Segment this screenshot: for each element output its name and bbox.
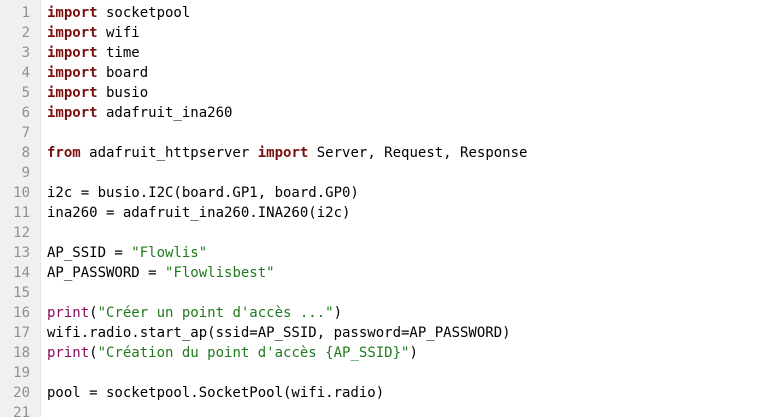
code-text: import board bbox=[47, 63, 148, 83]
code-text: import busio bbox=[47, 83, 148, 103]
code-line[interactable]: 6 import adafruit_ina260 bbox=[0, 103, 759, 123]
line-number: 18 bbox=[13, 345, 30, 361]
code-token: ( bbox=[89, 305, 98, 321]
code-line[interactable]: 1 import socketpool bbox=[0, 3, 759, 23]
code-text: import wifi bbox=[47, 23, 140, 43]
line-number: 13 bbox=[13, 245, 30, 261]
line-number: 5 bbox=[21, 85, 30, 101]
code-token: board bbox=[97, 65, 149, 81]
string-token: "Flowlisbest" bbox=[165, 265, 275, 281]
code-token: adafruit_httpserver bbox=[80, 145, 258, 161]
code-token: socketpool bbox=[97, 5, 191, 21]
code-token: AP_SSID = bbox=[47, 245, 132, 261]
code-token: Server, Request, Response bbox=[308, 145, 528, 161]
line-number: 9 bbox=[21, 165, 30, 181]
code-line[interactable]: 16 print("Créer un point d'accès ...") bbox=[0, 303, 759, 323]
code-text: print("Créer un point d'accès ...") bbox=[47, 303, 342, 323]
code-line[interactable]: 7 bbox=[0, 123, 759, 143]
code-token: AP_PASSWORD = bbox=[47, 265, 166, 281]
line-number: 8 bbox=[21, 145, 30, 161]
line-number: 6 bbox=[21, 105, 30, 121]
keyword-token: import bbox=[47, 5, 98, 21]
code-text: AP_SSID = "Flowlis" bbox=[47, 243, 207, 263]
code-text: ina260 = adafruit_ina260.INA260(i2c) bbox=[47, 203, 350, 223]
code-line[interactable]: 4 import board bbox=[0, 63, 759, 83]
code-token: ( bbox=[89, 345, 98, 361]
keyword-token: import bbox=[47, 45, 98, 61]
code-line[interactable]: 21 bbox=[0, 403, 759, 417]
code-token: wifi.radio.start_ap(ssid=AP_SSID, passwo… bbox=[47, 325, 511, 341]
string-token: "Créer un point d'accès ..." bbox=[97, 305, 334, 321]
code-line[interactable]: 10 i2c = busio.I2C(board.GP1, board.GP0) bbox=[0, 183, 759, 203]
line-number: 16 bbox=[13, 305, 30, 321]
code-line[interactable]: 15 bbox=[0, 283, 759, 303]
code-token: pool = socketpool.SocketPool(wifi.radio) bbox=[47, 385, 385, 401]
keyword-token: from bbox=[47, 145, 81, 161]
code-text: AP_PASSWORD = "Flowlisbest" bbox=[47, 263, 275, 283]
code-line[interactable]: 20 pool = socketpool.SocketPool(wifi.radi… bbox=[0, 383, 759, 403]
line-number: 4 bbox=[21, 65, 30, 81]
code-line[interactable]: 12 bbox=[0, 223, 759, 243]
code-token: ) bbox=[409, 345, 418, 361]
string-token: "Création du point d'accès {AP_SSID}" bbox=[97, 345, 410, 361]
code-line[interactable]: 19 bbox=[0, 363, 759, 383]
code-text: pool = socketpool.SocketPool(wifi.radio) bbox=[47, 383, 384, 403]
string-token: "Flowlis" bbox=[131, 245, 208, 261]
line-number: 12 bbox=[13, 225, 30, 241]
line-number: 17 bbox=[13, 325, 30, 341]
code-text: import time bbox=[47, 43, 140, 63]
code-line[interactable]: 17 wifi.radio.start_ap(ssid=AP_SSID, pass… bbox=[0, 323, 759, 343]
line-number: 14 bbox=[13, 265, 30, 281]
line-number: 20 bbox=[13, 385, 30, 401]
code-line[interactable]: 18 print("Création du point d'accès {AP_S… bbox=[0, 343, 759, 363]
code-text: print("Création du point d'accès {AP_SSI… bbox=[47, 343, 418, 363]
line-number: 21 bbox=[13, 405, 30, 417]
code-text: import socketpool bbox=[47, 3, 190, 23]
keyword-token: import bbox=[47, 105, 98, 121]
code-text: i2c = busio.I2C(board.GP1, board.GP0) bbox=[47, 183, 359, 203]
line-number: 10 bbox=[13, 185, 30, 201]
code-line[interactable]: 5 import busio bbox=[0, 83, 759, 103]
line-number: 19 bbox=[13, 365, 30, 381]
line-number: 11 bbox=[13, 205, 30, 221]
code-line[interactable]: 11 ina260 = adafruit_ina260.INA260(i2c) bbox=[0, 203, 759, 223]
line-number-gutter bbox=[0, 0, 41, 417]
code-token: ) bbox=[333, 305, 343, 321]
code-token: i2c = busio.I2C(board.GP1, board.GP0) bbox=[47, 185, 359, 201]
builtin-token: print bbox=[47, 305, 90, 321]
code-token: adafruit_ina260 bbox=[97, 105, 233, 121]
code-token: ina260 = adafruit_ina260.INA260(i2c) bbox=[47, 205, 351, 221]
line-number: 3 bbox=[21, 45, 30, 61]
code-token: busio bbox=[97, 85, 149, 101]
keyword-token: import bbox=[47, 25, 98, 41]
keyword-token: import bbox=[257, 145, 309, 161]
line-number: 1 bbox=[21, 5, 30, 21]
code-text: import adafruit_ina260 bbox=[47, 103, 232, 123]
code-line[interactable]: 14 AP_PASSWORD = "Flowlisbest" bbox=[0, 263, 759, 283]
code-token: time bbox=[97, 45, 140, 61]
code-line[interactable]: 13 AP_SSID = "Flowlis" bbox=[0, 243, 759, 263]
builtin-token: print bbox=[47, 345, 90, 361]
code-text: wifi.radio.start_ap(ssid=AP_SSID, passwo… bbox=[47, 323, 511, 343]
code-line[interactable]: 9 bbox=[0, 163, 759, 183]
line-number: 7 bbox=[21, 125, 30, 141]
line-number: 2 bbox=[21, 25, 30, 41]
keyword-token: import bbox=[47, 65, 98, 81]
code-token: wifi bbox=[97, 25, 140, 41]
code-line[interactable]: 3 import time bbox=[0, 43, 759, 63]
code-lines: 1 import socketpool 2 import wifi 3 import ti… bbox=[0, 3, 759, 417]
code-line[interactable]: 8 from adafruit_httpserver import Server,… bbox=[0, 143, 759, 163]
keyword-token: import bbox=[47, 85, 98, 101]
code-text: from adafruit_httpserver import Server, … bbox=[47, 143, 527, 163]
line-number: 15 bbox=[13, 285, 30, 301]
code-line[interactable]: 2 import wifi bbox=[0, 23, 759, 43]
